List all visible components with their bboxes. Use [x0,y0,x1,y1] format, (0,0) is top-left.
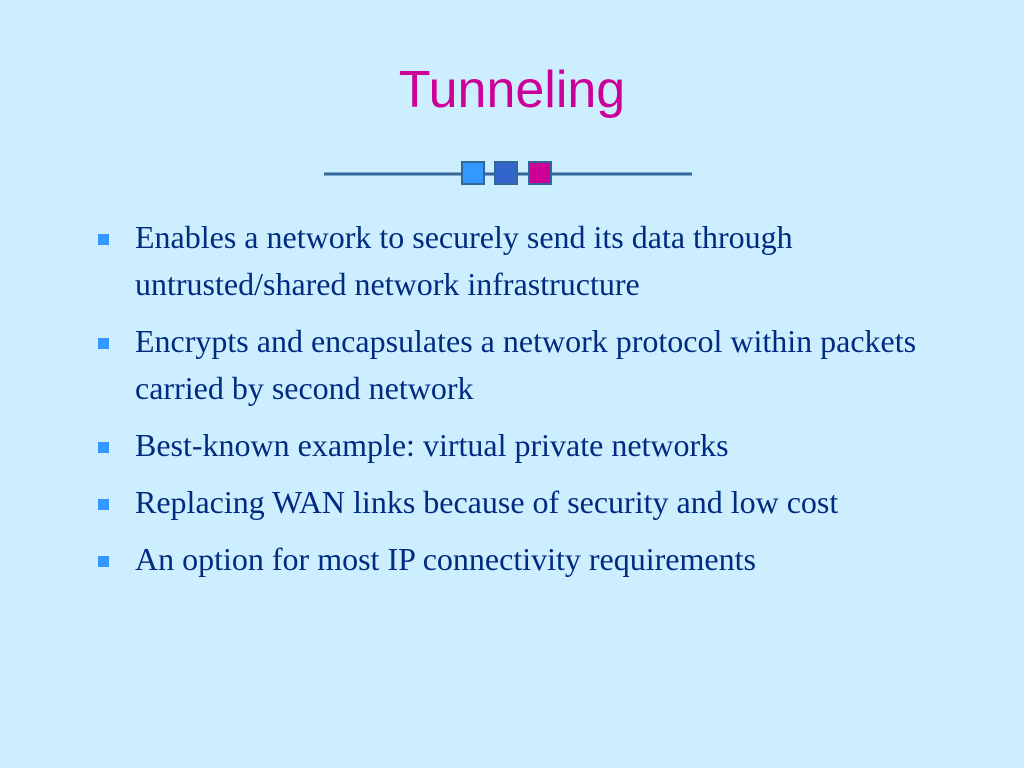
square-bullet-icon [98,234,109,245]
bullet-text: An option for most IP connectivity requi… [135,541,756,577]
title-divider [324,161,692,185]
bullet-item: Best-known example: virtual private netw… [96,422,956,469]
bullet-text: Enables a network to securely send its d… [135,219,793,302]
bullet-text: Replacing WAN links because of security … [135,484,839,520]
divider-square-magenta [528,161,552,185]
bullet-text: Encrypts and encapsulates a network prot… [135,323,917,406]
bullet-item: An option for most IP connectivity requi… [96,536,956,583]
bullet-item: Enables a network to securely send its d… [96,214,956,308]
square-bullet-icon [98,499,109,510]
divider-square-blue [494,161,518,185]
bullet-text: Best-known example: virtual private netw… [135,427,729,463]
bullet-item: Replacing WAN links because of security … [96,479,956,526]
square-bullet-icon [98,442,109,453]
divider-square-light-blue [461,161,485,185]
square-bullet-icon [98,338,109,349]
bullet-list: Enables a network to securely send its d… [96,214,956,593]
slide-title: Tunneling [398,61,626,119]
bullet-item: Encrypts and encapsulates a network prot… [96,318,956,412]
square-bullet-icon [98,556,109,567]
